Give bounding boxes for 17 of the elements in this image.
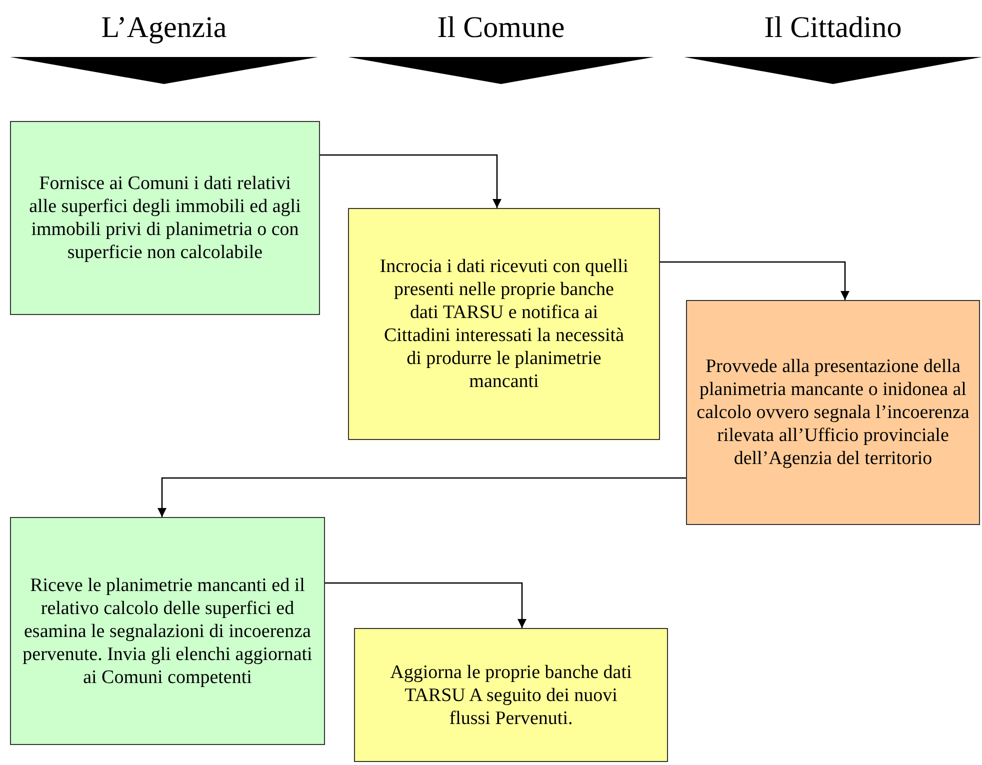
process-box (354, 628, 668, 762)
connector-arrow (158, 477, 686, 517)
connector-arrow (660, 261, 850, 300)
connector-arrow (325, 582, 526, 628)
column-header-text: Il Cittadino (764, 10, 902, 46)
box-text: Provvede alla presentazione della planimetria mancante o inidonea al calcolo ovvero segnala l’incoerenza rilevata all’Ufficio provinciale dell’Agenzia del territorio (696, 355, 970, 470)
process-box (348, 208, 660, 440)
process-box (10, 121, 320, 315)
process-box (10, 517, 325, 745)
box-text: Incrocia i dati ricevuti con quelli presenti nelle proprie banche dati TARSU e notifica ai Cittadini interessati la necessità di produrre le planimetrie mancanti (379, 255, 629, 393)
column-header-text: Il Comune (437, 10, 565, 46)
box-text: Riceve le planimetrie mancanti ed il relativo calcolo delle superfici ed esamina le segnalazioni di incoerenza pervenute. Invia gli elenchi aggiornati ai Comuni competenti (22, 574, 314, 688)
box-text: Aggiorna le proprie banche dati TARSU A seguito dei nuovi flussi Pervenuti. (389, 660, 633, 730)
process-box (686, 300, 980, 525)
column-header-text: L’Agenzia (101, 10, 227, 46)
box-text: Fornisce ai Comuni i dati relativi alle superfici degli immobili ed agli immobili privi di planimetria o con superficie non calcolabile (28, 172, 302, 264)
connector-arrow (320, 154, 502, 208)
